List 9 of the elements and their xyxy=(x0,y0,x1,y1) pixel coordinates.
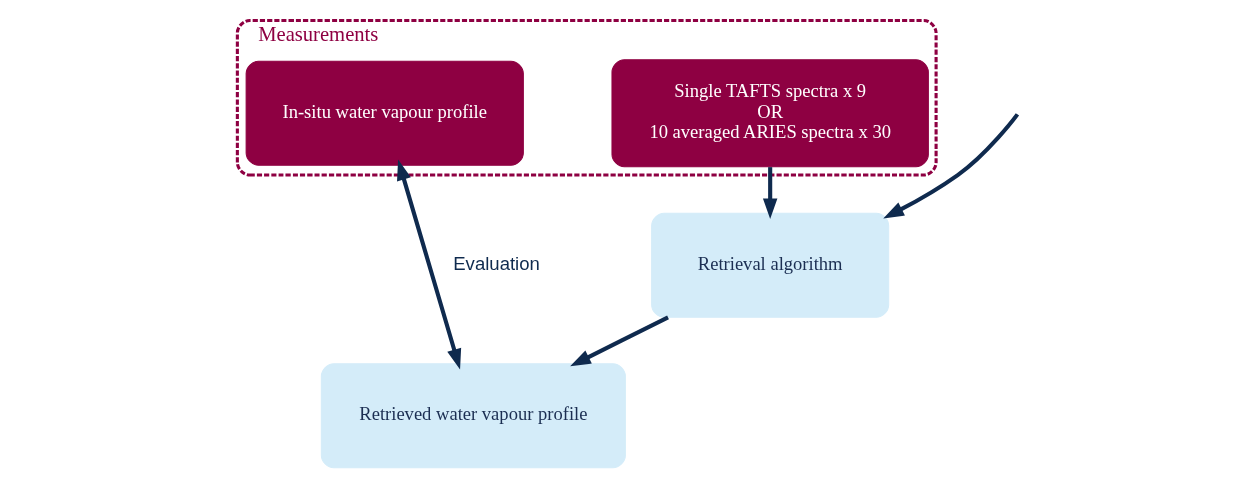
node-box: Retrieval algorithm xyxy=(650,212,889,318)
node-box: In-situ water vapour profile xyxy=(245,60,524,166)
arrow xyxy=(882,113,1019,219)
edge-label: Evaluation xyxy=(452,252,540,274)
node-box: Retrieved water vapour profile xyxy=(320,363,626,469)
node-box: Single TAFTS spectra x 9 OR 10 averaged ARIES spectra x 30 xyxy=(610,59,929,168)
arrow xyxy=(762,167,777,220)
arrow xyxy=(396,159,461,370)
arrow xyxy=(569,315,669,367)
